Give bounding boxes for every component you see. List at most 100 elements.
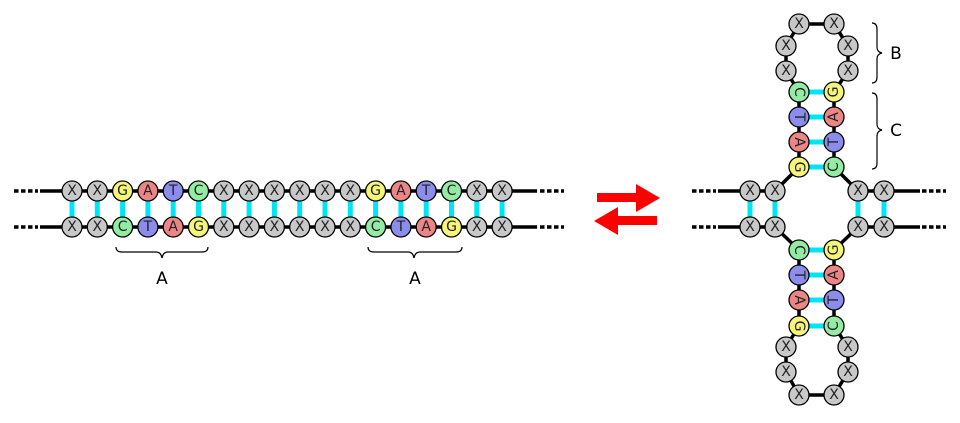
nucleotide-X: X	[739, 180, 761, 202]
nucleotide-A: A	[823, 264, 845, 286]
nucleotide-circle	[837, 336, 859, 358]
forward-arrow	[597, 184, 660, 212]
nucleotide-circle	[775, 336, 797, 358]
nucleotide-circle	[823, 156, 845, 178]
nucleotide-circle	[788, 289, 810, 311]
base-letter: G	[826, 87, 842, 98]
nucleotide-circle	[823, 315, 845, 337]
nucleotide-circle	[466, 180, 488, 202]
base-letter: X	[829, 387, 839, 403]
nucleotide-T: T	[390, 216, 412, 238]
nucleotide-circle	[339, 216, 361, 238]
nucleotide-T: T	[823, 131, 845, 153]
nucleotide-X: X	[775, 336, 797, 358]
nucleotide-T: T	[137, 216, 159, 238]
nucleotide-X: X	[339, 180, 361, 202]
nucleotide-X: X	[788, 13, 810, 35]
nucleotide-circle	[873, 216, 895, 238]
nucleotide-circle	[775, 60, 797, 82]
base-letter: T	[143, 219, 153, 235]
base-letter: T	[791, 112, 807, 122]
nucleotide-circle	[466, 216, 488, 238]
nucleotide-circle	[187, 216, 210, 238]
nucleotide-circle	[788, 106, 810, 128]
nucleotide-X: X	[466, 216, 488, 238]
base-letter: A	[826, 112, 842, 122]
nucleotide-X: X	[61, 180, 83, 202]
nucleotide-C: C	[440, 180, 463, 202]
nucleotide-X: X	[86, 216, 108, 238]
nucleotide-G: G	[440, 216, 463, 238]
base-letter: C	[371, 219, 381, 235]
nucleotide-circle	[847, 180, 869, 202]
nucleotide-circle	[390, 216, 412, 238]
nucleotide-circle	[823, 264, 845, 286]
nucleotide-circle	[788, 315, 810, 337]
nucleotide-circle	[847, 216, 869, 238]
nucleotide-G: G	[823, 81, 845, 103]
base-letter: X	[93, 219, 103, 235]
label-c: C	[890, 121, 902, 141]
nucleotide-circle	[788, 81, 810, 103]
base-letter: G	[826, 245, 842, 256]
base-letter: X	[346, 183, 356, 199]
nucleotide-circle	[491, 216, 513, 238]
nucleotide-circle	[162, 216, 184, 238]
nucleotide-circle	[213, 216, 235, 238]
nucleotide-C: C	[364, 216, 387, 238]
nucleotide-A: A	[415, 216, 437, 238]
nucleotide-circle	[788, 384, 810, 406]
base-letter: X	[497, 183, 507, 199]
nucleotide-circle	[339, 180, 361, 202]
nucleotide-circle	[314, 180, 336, 202]
base-letter: X	[320, 219, 330, 235]
nucleotide-C: C	[823, 315, 845, 337]
nucleotide-X: X	[764, 180, 786, 202]
nucleotide-X: X	[466, 180, 488, 202]
base-letter: X	[270, 183, 280, 199]
nucleotide-X: X	[289, 216, 311, 238]
nucleotide-circle	[788, 239, 810, 261]
nucleotide-circle	[837, 361, 859, 383]
base-letter: C	[791, 87, 807, 97]
base-letter: X	[270, 219, 280, 235]
base-letter: X	[770, 219, 780, 235]
base-letter: C	[826, 162, 842, 172]
nucleotide-circle	[873, 180, 895, 202]
nucleotide-C: C	[187, 180, 210, 202]
base-letter: X	[244, 183, 254, 199]
base-letter: X	[67, 219, 77, 235]
base-letter: T	[168, 183, 178, 199]
nucleotide-circle	[775, 35, 797, 57]
base-letter: X	[745, 219, 755, 235]
nucleotide-X: X	[837, 336, 859, 358]
nucleotide-circle	[213, 180, 235, 202]
nucleotide-circle	[788, 131, 810, 153]
base-letter: G	[370, 183, 381, 199]
nucleotide-circle	[238, 216, 260, 238]
base-letter: A	[143, 183, 153, 199]
nucleotide-circle	[739, 216, 761, 238]
brace-c	[871, 92, 883, 170]
nucleotide-A: A	[390, 180, 412, 202]
nucleotide-T: T	[162, 180, 184, 202]
nucleotide-X: X	[764, 216, 786, 238]
nucleotide-G: G	[788, 156, 810, 178]
nucleotide-A: A	[788, 289, 810, 311]
base-letter: A	[791, 295, 807, 305]
base-letter: X	[781, 63, 791, 79]
nucleotide-circle	[314, 216, 336, 238]
base-letter: C	[826, 321, 842, 331]
nucleotide-circle	[364, 216, 387, 238]
nucleotide-circle	[86, 180, 108, 202]
nucleotide-G: G	[788, 315, 810, 337]
base-letter: X	[843, 364, 853, 380]
nucleotide-circle	[739, 180, 761, 202]
nucleotide-circle	[61, 216, 83, 238]
nucleotide-X: X	[263, 216, 286, 238]
base-letter: A	[396, 183, 406, 199]
base-letter: X	[843, 63, 853, 79]
nucleotide-C: C	[788, 239, 810, 261]
nucleotide-circle	[86, 216, 108, 238]
nucleotide-circle	[61, 180, 83, 202]
